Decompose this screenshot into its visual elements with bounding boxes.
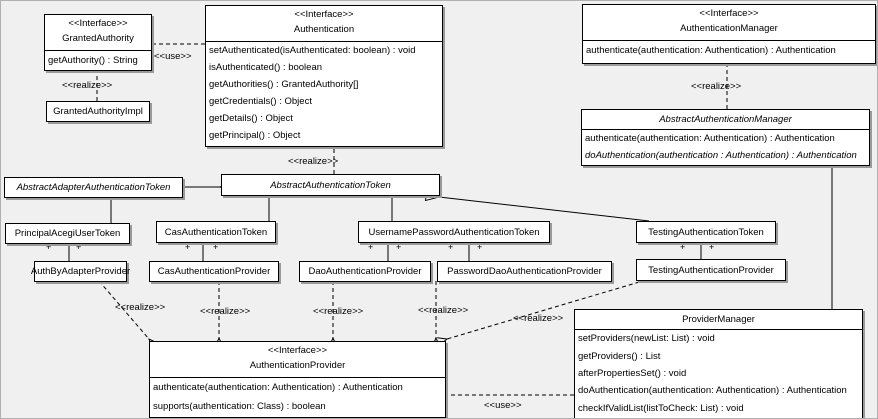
class-granted-authority-impl[interactable]: GrantedAuthorityImpl: [46, 101, 150, 122]
class-name: PrincipalAcegiUserToken: [14, 228, 121, 239]
plus-mark: +: [680, 242, 686, 252]
class-name: TestingAuthenticationToken: [648, 226, 764, 238]
use-label: <<use>>: [484, 400, 522, 411]
method: getDetails() : Object: [209, 113, 293, 124]
realize-label: <<realize>>: [62, 80, 113, 91]
class-cas-authentication-provider[interactable]: CasAuthenticationProvider: [149, 261, 279, 282]
class-testing-authentication-provider[interactable]: TestingAuthenticationProvider: [636, 259, 786, 281]
class-abstract-authentication-token[interactable]: AbstractAuthenticationToken: [221, 174, 440, 196]
plus-mark: +: [396, 242, 402, 252]
method: checkIfValidList(listToCheck: List) : vo…: [578, 402, 744, 414]
class-name: TestingAuthenticationProvider: [648, 264, 774, 276]
class-name: AuthByAdapterProvider: [30, 266, 131, 277]
plus-mark: +: [213, 242, 219, 252]
class-authentication[interactable]: <<Interface>> Authentication setAuthenti…: [205, 5, 443, 147]
class-name: AuthenticationProvider: [249, 360, 346, 371]
realize-label: <<realize>>: [115, 302, 166, 313]
class-authentication-provider[interactable]: <<Interface>> AuthenticationProvider aut…: [149, 341, 446, 418]
method: authenticate(authentication: Authenticat…: [585, 133, 835, 144]
plus-mark: +: [185, 242, 191, 252]
plus-mark: +: [477, 242, 483, 252]
realize-label: <<realize>>: [418, 305, 469, 316]
realize-label: <<realize>>: [288, 156, 339, 167]
class-auth-by-adapter-provider[interactable]: AuthByAdapterProvider: [30, 261, 131, 282]
class-name: AuthenticationManager: [680, 23, 778, 34]
plus-mark: +: [76, 242, 82, 252]
method: authenticate(authentication: Authenticat…: [586, 45, 836, 56]
method: authenticate(authentication: Authenticat…: [153, 382, 403, 393]
class-dao-authentication-provider[interactable]: DaoAuthenticationProvider: [299, 261, 431, 282]
class-name: AbstractAuthenticationManager: [582, 110, 869, 130]
class-abstract-authentication-manager[interactable]: AbstractAuthenticationManager authentica…: [581, 109, 870, 166]
class-username-password-authentication-token[interactable]: UsernamePasswordAuthenticationToken: [358, 221, 550, 243]
plus-mark: +: [448, 242, 454, 252]
method: isAuthenticated() : boolean: [209, 62, 323, 73]
method: doAuthentication(authentication : Authen…: [585, 150, 857, 161]
class-authentication-manager[interactable]: <<Interface>> AuthenticationManager auth…: [582, 4, 876, 64]
method: getAuthorities() : GrantedAuthority[]: [209, 79, 359, 90]
stereotype: <<Interface>>: [267, 345, 328, 356]
class-name: AbstractAdapterAuthenticationToken: [16, 182, 171, 193]
class-name: Authentication: [293, 24, 355, 35]
use-label: <<use>>: [154, 51, 192, 62]
edge-realize-authbyadapterprovider: [98, 280, 149, 339]
plus-mark: +: [709, 242, 715, 252]
class-name: UsernamePasswordAuthenticationToken: [368, 226, 540, 238]
realize-label: <<realize>>: [513, 313, 564, 324]
class-principal-acegi-user-token[interactable]: PrincipalAcegiUserToken: [5, 223, 130, 244]
plus-mark: +: [46, 242, 52, 252]
class-name: GrantedAuthorityImpl: [53, 106, 143, 117]
method: supports(authentication: Class) : boolea…: [153, 401, 326, 412]
edge-gen-testing-token: [439, 197, 650, 222]
realize-label: <<realize>>: [691, 81, 742, 92]
class-abstract-adapter-authentication-token[interactable]: AbstractAdapterAuthenticationToken: [4, 177, 183, 198]
class-name: GrantedAuthority: [62, 33, 134, 44]
class-provider-manager[interactable]: ProviderManager setProviders(newList: Li…: [574, 309, 863, 418]
class-testing-authentication-token[interactable]: TestingAuthenticationToken: [636, 221, 776, 243]
class-name: DaoAuthenticationProvider: [308, 266, 422, 277]
class-name: CasAuthenticationToken: [164, 226, 268, 238]
class-name: AbstractAuthenticationToken: [270, 179, 391, 191]
class-name: CasAuthenticationProvider: [157, 266, 271, 277]
class-name: PasswordDaoAuthenticationProvider: [447, 266, 602, 277]
method: getAuthority() : String: [48, 55, 138, 66]
method: setAuthenticated(isAuthenticated: boolea…: [209, 45, 416, 56]
method: getProviders() : List: [578, 350, 661, 362]
class-cas-authentication-token[interactable]: CasAuthenticationToken: [156, 221, 276, 243]
method: setProviders(newList: List) : void: [578, 333, 715, 345]
stereotype: <<Interface>>: [699, 8, 759, 19]
stereotype: <<Interface>>: [68, 18, 128, 29]
class-granted-authority[interactable]: <<Interface>> GrantedAuthority getAuthor…: [44, 14, 152, 71]
method: getPrincipal() : Object: [209, 130, 301, 141]
class-password-dao-authentication-provider[interactable]: PasswordDaoAuthenticationProvider: [437, 261, 612, 282]
stereotype: <<Interface>>: [294, 9, 354, 20]
method: doAuthentication(authentication: Authent…: [578, 385, 847, 397]
realize-label: <<realize>>: [200, 306, 251, 317]
realize-label: <<realize>>: [313, 306, 364, 317]
class-name: ProviderManager: [575, 310, 862, 330]
method: afterPropertiesSet() : void: [578, 367, 687, 379]
method: getCredentials() : Object: [209, 96, 312, 107]
plus-mark: +: [368, 242, 374, 252]
